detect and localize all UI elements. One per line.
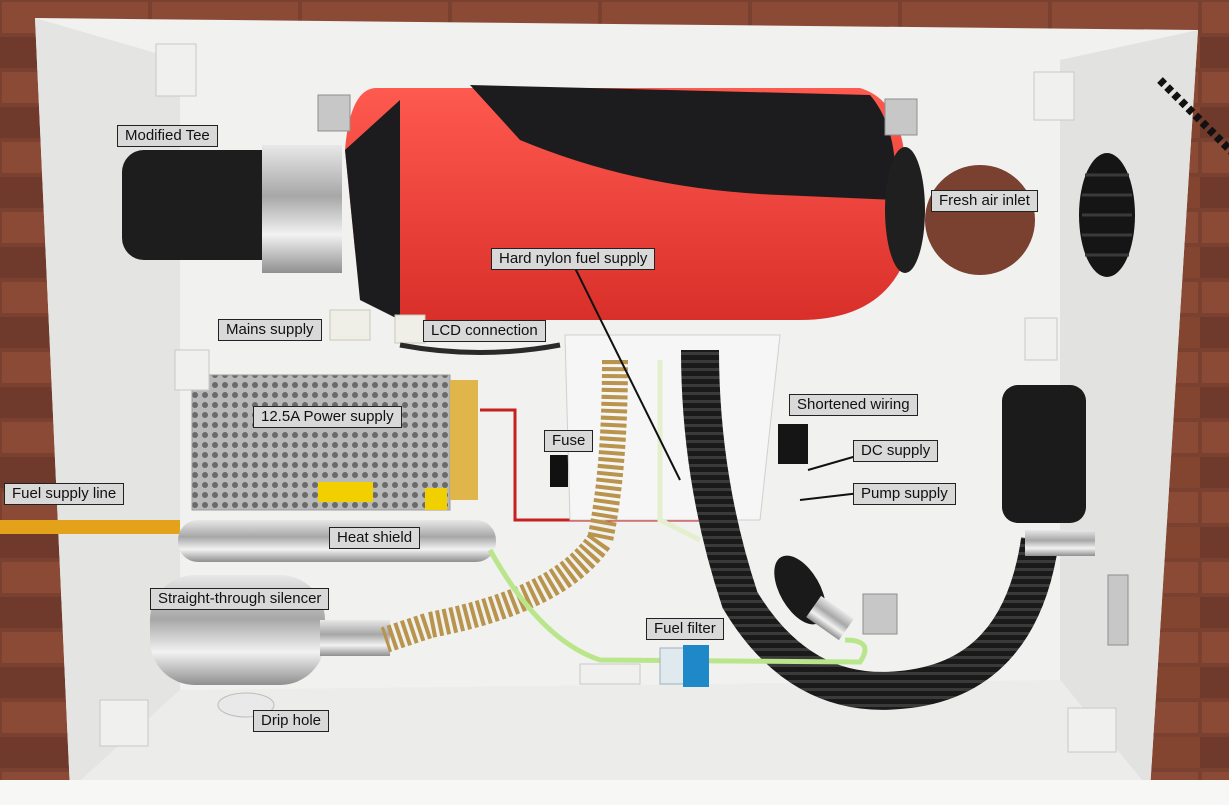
vent-slats [1082, 173, 1132, 257]
label-straight-through-silencer: Straight-through silencer [150, 588, 330, 610]
silencer-outlet [320, 620, 390, 656]
label-fuel-supply-line: Fuel supply line [4, 483, 125, 505]
heater-front-cap [345, 100, 400, 320]
fuel-pump [774, 555, 826, 625]
label-power-supply: 12.5A Power supply [253, 406, 402, 428]
label-heat-shield: Heat shield [329, 527, 421, 549]
label-hard-nylon-fuel-supply: Hard nylon fuel supply [491, 248, 656, 270]
heater-air-intake [885, 147, 925, 273]
fresh-air-hole [925, 165, 1035, 275]
label-pump-supply: Pump supply [853, 483, 956, 505]
fuse-holder [550, 455, 568, 487]
label-mains-supply: Mains supply [218, 319, 322, 341]
corrugated-hose [681, 349, 1059, 710]
power-supply-terminals [450, 380, 478, 500]
label-drip-hole: Drip hole [253, 710, 330, 732]
warm-air-outlet [1002, 385, 1086, 523]
fuel-filter-cap [683, 645, 709, 687]
mains-terminal [329, 309, 371, 341]
label-lcd-connection: LCD connection [423, 320, 546, 342]
heater-black-panel [470, 85, 896, 200]
coiled-cable [1157, 77, 1229, 155]
label-fuse: Fuse [544, 430, 594, 452]
label-dc-supply: DC supply [853, 440, 939, 462]
lcd-cable [399, 342, 561, 355]
modified-tee-pipe [122, 150, 287, 260]
label-modified-tee: Modified Tee [117, 125, 218, 147]
mounting-clips [99, 43, 1117, 753]
nylon-fuel-line [657, 360, 702, 543]
label-fresh-air-inlet: Fresh air inlet [931, 190, 1038, 212]
outlet-clamp [1025, 530, 1095, 556]
label-fuel-filter: Fuel filter [646, 618, 724, 640]
flexible-exhaust-pipe [380, 359, 628, 653]
box-lid-edge [0, 780, 1229, 805]
screw-plates [317, 94, 1129, 646]
fuel-pump-fitting [806, 595, 854, 641]
green-fuel-line [487, 548, 868, 665]
pointer-pump-supply [799, 492, 861, 501]
hose-clamps [262, 145, 342, 273]
pointer-dc-supply [807, 454, 861, 471]
warning-sticker [318, 482, 373, 502]
label-shortened-wiring: Shortened wiring [789, 394, 918, 416]
yellow-fuel-line [0, 520, 180, 534]
wiring-connector [778, 424, 808, 464]
lcd-terminal [394, 314, 426, 344]
pointer-hard-nylon [574, 267, 681, 481]
caution-sticker [425, 488, 447, 510]
